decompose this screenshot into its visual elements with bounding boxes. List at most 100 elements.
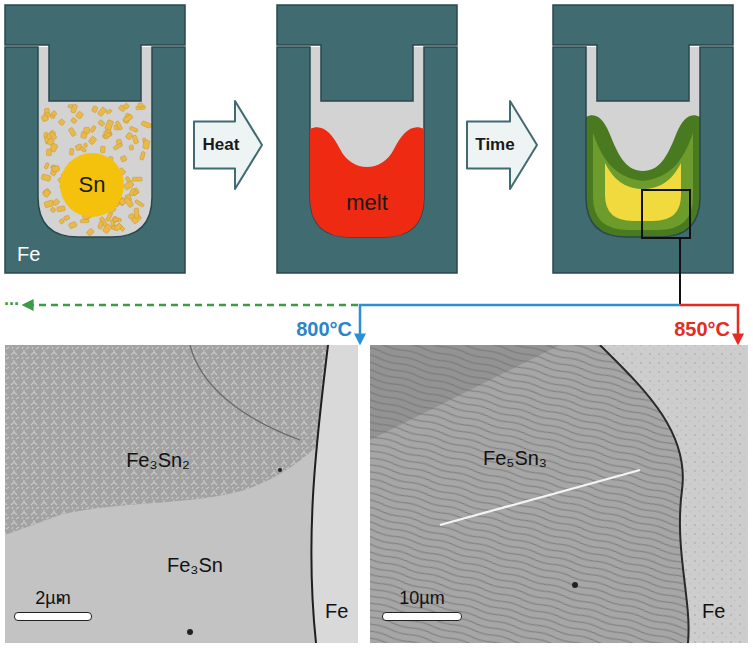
tin-grain [46,149,51,156]
tin-grain [129,145,134,151]
tin-grain [105,120,114,131]
tin-grain [43,189,51,197]
tin-grain [132,177,142,181]
sem-image [370,345,748,643]
scale-label: 10µm [382,588,462,609]
step-arrow: Heat [193,100,263,190]
tin-grain [113,218,119,222]
pore [278,468,282,472]
scale-bar-line [14,612,92,621]
label-anchor: ... [4,289,19,310]
step-arrow: Time [466,100,538,190]
tin-grain [132,135,139,144]
iron-region [600,345,748,643]
material-label: Fe [17,243,40,265]
interface-line [600,345,689,643]
label-anchor: Fe₃Sn [167,554,223,577]
tin-grain [138,103,143,108]
pore [187,629,193,635]
zoom-box [642,190,690,238]
phase-label: Fe₅Sn₃ [483,447,547,469]
tin-grain [98,120,105,127]
outer-intermetallic-layer [586,115,700,237]
temperature-label: 850°C [674,318,730,340]
phase-label: Fe [702,600,725,622]
step-label: Heat [203,135,240,155]
step-label: Time [475,135,514,155]
crucible [553,5,733,273]
label-anchor: Fe₃Sn₂ [126,449,190,472]
scale-bar: 10µm [382,588,462,621]
tin-grains [41,103,151,236]
tin-grain [100,146,105,153]
phase-label: Fe [325,600,348,622]
scale-bar-line [382,612,462,621]
crucible-shape [5,5,185,273]
crucible-lid [5,5,185,101]
tin-grain [113,143,123,150]
label-anchor: Fe [325,600,348,623]
tin-grain [90,125,96,133]
tin-grain [129,126,138,132]
tin-grain [68,221,77,229]
tin-grain [75,111,83,119]
block-arrow [467,101,537,189]
tin-grain [42,188,51,197]
crack-line [440,470,640,525]
tin-grain [88,136,97,145]
speckle-pattern [600,345,748,643]
crucible-lid [277,5,457,101]
tin-grain [123,103,130,110]
label-anchor: melt [346,190,388,215]
tin-ball: Sn [60,153,124,217]
tin-grain [97,107,106,117]
crucible-node: Fe Sn [5,5,185,273]
tin-grain [68,127,76,137]
material-label: Sn [79,172,106,197]
tin-grain [44,132,48,138]
tin-grain [59,218,65,224]
tin-grain [106,109,112,114]
tin-grain [41,115,48,122]
iron-region [311,345,358,643]
tin-grain [143,140,151,150]
phase-region [5,345,358,535]
tin-grain [112,216,118,223]
scale-bar: 2µm [14,588,92,621]
tin-grain [124,197,134,208]
tin-grain [80,220,89,223]
tin-grain [128,213,135,219]
tin-grain [44,162,50,169]
block-arrow [194,101,262,189]
tin-grain [84,143,88,148]
phase-label: Fe₃Sn₂ [126,449,190,471]
grain-shade [370,345,560,440]
tin-grain [50,207,56,213]
continuation-mark: ... [4,289,19,309]
crucible [277,5,457,273]
tin-grain [52,199,60,207]
tin-grain [92,106,99,113]
tin-grain [120,155,127,162]
label-anchor: 850°C [674,318,730,341]
crucible-lid [553,5,733,101]
sem-background [5,345,358,643]
tin-grain [70,104,77,113]
tin-grain [86,228,94,236]
label-anchor: 800°C [296,318,352,341]
pore [572,582,578,588]
other-temperature-arrow [24,304,358,307]
tin-grain [114,223,123,231]
tin-grain [141,121,152,129]
tin-grain [70,117,77,124]
interface-line [311,345,328,643]
label-anchor: Fe₅Sn₃ [483,447,547,470]
phase-label: Fe₃Sn [167,554,223,576]
grain-boundary [190,345,300,440]
tin-grain [102,223,112,233]
tin-grain [51,111,57,117]
sem-micrograph: Fe₃Sn₂ Fe₃SnFe 2µm [5,345,358,643]
tin-grain [44,108,49,113]
material-label: melt [346,190,388,215]
tin-grain [134,199,144,207]
